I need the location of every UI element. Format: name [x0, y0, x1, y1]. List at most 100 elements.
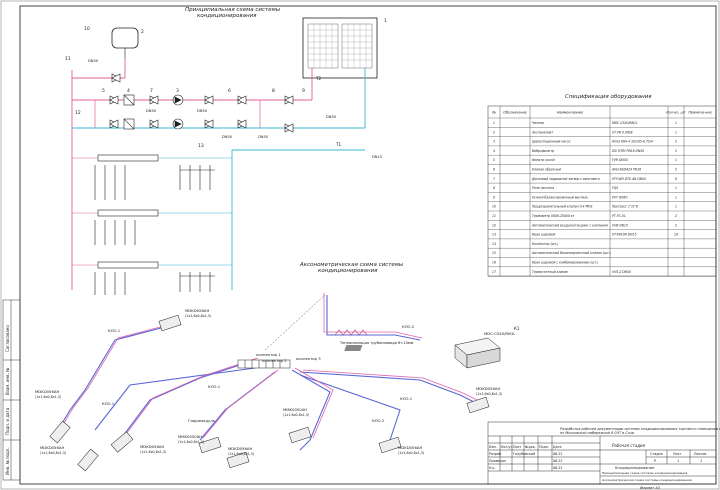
collector-group-1 — [72, 154, 232, 200]
spec-cell: VT.VN 0.060E — [612, 130, 633, 134]
spec-cell: 11 — [492, 214, 496, 218]
spec-cell: 10 — [492, 205, 496, 209]
chiller-unit-icon — [302, 17, 378, 79]
spec-cell: Циркуляционный насос — [532, 140, 571, 144]
sheets-value: 1 — [700, 459, 702, 463]
side-label-4: Согласовано — [5, 325, 10, 352]
spec-cell: Фильтр косой — [532, 158, 555, 162]
svg-text:3: 3 — [176, 88, 179, 94]
axon-dashed-riser — [264, 294, 326, 351]
sheet-title: Кондиционирование — [615, 466, 655, 470]
collector-label-2: коллектор 2 — [262, 358, 287, 363]
col-sheets: Листов — [694, 452, 706, 456]
svg-text:DN50: DN50 — [197, 109, 208, 113]
spec-cell: 1 — [675, 195, 677, 199]
spec-cell: VVS-2 DN50 — [612, 270, 631, 274]
schematic-dn-labels: DN50 DN50 DN50 DN50 DN50 DN50 DN15 Т1 Т2 — [88, 59, 382, 159]
schematic-return-pipes — [72, 68, 366, 290]
pump-branches — [94, 100, 261, 128]
role-nk: Н.к. — [489, 466, 496, 470]
spec-cell: Кран шаровой — [532, 233, 555, 237]
col-label-list: Лист — [513, 445, 521, 449]
axon-indoor-unit-6: MDKD056AH (1х1,6х0,8х1,5) — [226, 446, 254, 469]
spec-header-cell: Обозначение — [503, 111, 527, 115]
spec-cell: 1 — [675, 205, 677, 209]
spec-cell: Ручной балансировочный вентиль — [532, 195, 588, 199]
collector-label-1: коллектор 1 — [256, 352, 281, 357]
spec-cell: 15 — [492, 251, 496, 255]
svg-text:MDKD056AH: MDKD056AH — [40, 445, 64, 450]
pipe-tag-6: КЛО.2 — [402, 324, 415, 329]
pipe-tag-2: КЛО.1 — [102, 401, 115, 406]
svg-text:DN50: DN50 — [258, 135, 269, 139]
axon-indoor-unit-4: MMK0050AH (1х1,6х0,8х1,5) — [283, 407, 312, 444]
schematic-position-numbers: 1 2 3 4 5 6 7 8 9 10 11 12 13 — [65, 18, 387, 149]
spec-cell: 2 — [675, 168, 677, 172]
schematic-title: Принципиальная схема системы — [185, 7, 281, 13]
date-3: 06.22 — [553, 466, 562, 470]
collector-label-3: коллектор 3 — [296, 356, 321, 361]
side-label-3: Взам. инв. № — [5, 368, 10, 395]
svg-text:(1х1,6х0,8х1,5): (1х1,6х0,8х1,5) — [283, 413, 309, 417]
sheet-value: 1 — [677, 459, 679, 463]
spec-cell: РТ-РС-VL — [612, 214, 626, 218]
spec-cell: 8 — [675, 177, 677, 181]
svg-text:11: 11 — [65, 56, 71, 62]
axon-collector-block — [237, 359, 291, 369]
collector-group-3 — [72, 261, 232, 295]
axon-chiller-tag: К1 — [514, 326, 520, 331]
spec-cell: Виброфильтр — [532, 149, 554, 153]
spec-cell: 2 — [675, 149, 677, 153]
svg-text:12: 12 — [75, 110, 81, 116]
spec-cell: 1 — [675, 186, 677, 190]
spec-cell: 5 — [493, 158, 495, 162]
col-label-kol: Кол.уч — [501, 445, 512, 449]
spec-cell: 14 — [492, 242, 496, 246]
spec-title: Спецификация оборудования — [565, 94, 652, 100]
project-title-line-1: Разработка рабочей документации системы … — [560, 427, 720, 431]
hydromodule-label: Гидромодуль — [188, 418, 216, 423]
collector-group-2 — [72, 209, 232, 245]
spec-header-cell: Наименование — [557, 111, 583, 115]
title-block-grid — [487, 421, 717, 485]
spec-cell: 2 — [675, 214, 677, 218]
section-name: Рабочая стадия — [612, 443, 646, 448]
schematic-title-2: кондиционирования — [197, 13, 257, 19]
svg-text:MDKD056AH: MDKD056AH — [398, 445, 422, 450]
spec-cell: 1 — [675, 158, 677, 162]
spec-cell: Коллектор (шт.) — [532, 242, 559, 246]
side-label-1: Инв. № подл. — [5, 447, 10, 475]
spec-cell: 1 — [675, 121, 677, 125]
role-proveril: Проверил — [489, 459, 506, 463]
svg-text:(1х1,6х0,8х1,5): (1х1,6х0,8х1,5) — [178, 440, 204, 444]
sheet-desc-1: Принципиальная схема системы кондиционир… — [602, 471, 687, 475]
svg-text:(1х1,6х0,8х1,5): (1х1,6х0,8х1,5) — [35, 395, 61, 399]
svg-text:DN50: DN50 — [88, 59, 99, 63]
spec-cell: Экспанзомат — [531, 130, 553, 134]
spec-cell: 3 — [493, 140, 495, 144]
svg-text:(1х1,6х0,8х1,5): (1х1,6х0,8х1,5) — [40, 451, 66, 455]
spec-cell: Термометр 0008-25000 кт — [532, 214, 575, 218]
svg-text:6: 6 — [228, 88, 231, 94]
spec-cell: ZIV DTRI PN16 DN50 — [611, 149, 644, 153]
svg-text:1: 1 — [384, 18, 387, 24]
spec-cell: 7 — [493, 177, 495, 181]
spec-cell: AVQ-6SDA24 PN16 — [611, 168, 641, 172]
svg-text:DN15: DN15 — [372, 155, 382, 159]
spec-header-cell: № — [491, 111, 496, 115]
spec-cell: 12 — [492, 223, 496, 227]
spec-cell: FVR DN50 — [612, 158, 628, 162]
spec-cell: PVT DN50 — [612, 195, 628, 199]
axon-pipes-pink — [60, 293, 484, 439]
side-stamp — [2, 299, 21, 481]
spec-header-cell: Кол-во, шт — [666, 111, 686, 115]
pipe-tag-3: КЛО.1 — [208, 384, 221, 389]
svg-text:5: 5 — [102, 88, 105, 94]
svg-text:Т1: Т1 — [335, 142, 342, 147]
spec-cell: Реле протока — [532, 186, 554, 190]
col-label-date: Дата — [553, 445, 562, 449]
col-label-podp: Подп. — [539, 445, 549, 449]
